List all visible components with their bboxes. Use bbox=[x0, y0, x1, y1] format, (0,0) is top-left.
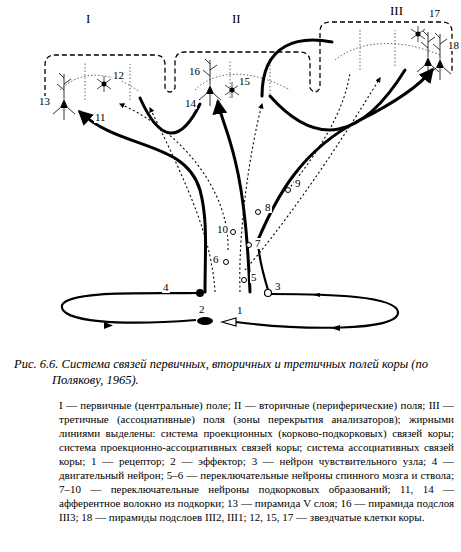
field-numeral: II bbox=[230, 12, 243, 25]
callout-number: 13 bbox=[38, 96, 51, 107]
switch-neuron bbox=[242, 278, 247, 283]
callout-number: 2 bbox=[198, 304, 206, 315]
pyramid-cell bbox=[199, 59, 221, 106]
cortex-fibers bbox=[85, 30, 395, 100]
stellate-cell bbox=[225, 82, 239, 98]
reflex-arc bbox=[62, 293, 198, 323]
callout-number: 18 bbox=[447, 40, 460, 51]
stellate-cell bbox=[97, 76, 111, 92]
callout-number: 5 bbox=[250, 272, 258, 283]
callout-number: 11 bbox=[94, 112, 107, 123]
stellate-cell bbox=[411, 26, 425, 42]
callout-number: 8 bbox=[264, 202, 272, 213]
callout-number: 7 bbox=[254, 238, 262, 249]
callout-number: 15 bbox=[238, 76, 251, 87]
callout-number: 6 bbox=[212, 254, 220, 265]
thick-fiber bbox=[258, 70, 432, 240]
dotted-fiber bbox=[150, 108, 215, 292]
callout-number: 16 bbox=[188, 66, 201, 77]
thick-fiber bbox=[270, 70, 405, 130]
switch-neuron bbox=[231, 230, 236, 235]
switch-neuron bbox=[286, 188, 291, 193]
reflex-arc bbox=[62, 240, 398, 328]
switch-neuron bbox=[247, 243, 252, 248]
thick-fiber bbox=[80, 40, 432, 292]
effector bbox=[197, 317, 213, 325]
pyramid-cell bbox=[53, 31, 451, 120]
cortex-fibers bbox=[60, 75, 140, 92]
motor-neuron bbox=[196, 289, 204, 297]
stellate-cell bbox=[97, 26, 425, 98]
thick-fiber bbox=[80, 112, 206, 292]
callout-number: 12 bbox=[112, 70, 125, 81]
callout-number: 17 bbox=[428, 8, 441, 19]
field-numeral: III bbox=[388, 4, 405, 17]
cortex-fibers bbox=[335, 44, 440, 60]
cortex-fields bbox=[45, 22, 452, 98]
thick-fiber bbox=[140, 98, 200, 133]
arrowhead bbox=[104, 293, 340, 331]
dotted-fiber bbox=[288, 72, 350, 190]
callout-number: 3 bbox=[274, 281, 282, 292]
callout-number: 9 bbox=[294, 178, 302, 189]
callout-number: 14 bbox=[184, 98, 197, 109]
callout-number: 4 bbox=[162, 282, 170, 293]
cortex-fibers bbox=[60, 30, 440, 100]
switch-neuron bbox=[224, 188, 291, 283]
figure-caption: Рис. 6.6. Система связей первичных, втор… bbox=[14, 356, 454, 388]
dotted-fiber bbox=[245, 78, 380, 270]
field-numeral: I bbox=[84, 12, 92, 25]
reflex-arc bbox=[236, 294, 398, 328]
switch-neuron bbox=[224, 260, 229, 265]
pyramid-cell bbox=[417, 31, 439, 78]
dotted-fiber bbox=[120, 72, 380, 292]
caption-legend: I — первичные (центральные) поле; II — в… bbox=[58, 398, 455, 524]
pyramid-cell bbox=[53, 73, 75, 120]
dotted-fiber bbox=[120, 104, 228, 250]
receptor bbox=[222, 318, 236, 326]
callout-number: 10 bbox=[216, 224, 229, 235]
switch-neuron bbox=[256, 210, 261, 215]
dotted-fiber bbox=[240, 104, 262, 292]
sensory-neuron bbox=[265, 290, 272, 297]
callout-number: 1 bbox=[236, 305, 244, 316]
thick-fiber bbox=[262, 40, 332, 96]
